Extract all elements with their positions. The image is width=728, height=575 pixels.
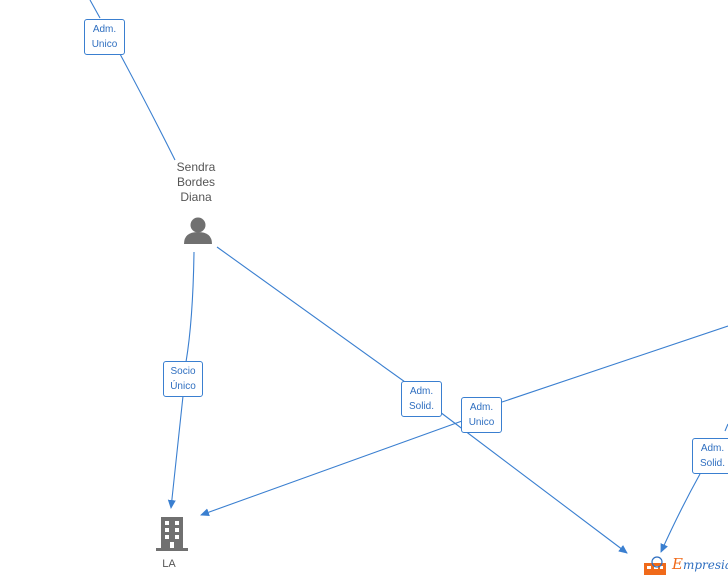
copyright-icon — [651, 556, 663, 568]
person-name[interactable]: Sendra Bordes Diana — [176, 160, 216, 204]
edge-right-to-la — [201, 325, 728, 515]
edge-label-adm-unico-center[interactable]: Adm. Unico — [461, 397, 502, 433]
company-name-la[interactable]: LA — [162, 558, 176, 570]
edge-label-adm-solid-right[interactable]: Adm. Solid. — [692, 438, 728, 474]
edge-label-adm-unico-top[interactable]: Adm. Unico — [84, 19, 125, 55]
edge-person-to-la — [171, 251, 195, 508]
building-icon[interactable] — [156, 517, 188, 551]
edge-person-to-right-company — [216, 246, 627, 553]
person-icon[interactable] — [184, 217, 212, 245]
brand-watermark: Empresia — [642, 553, 728, 575]
edge-top-to-person — [89, 0, 176, 161]
brand-name: Empresia — [672, 555, 728, 573]
edge-label-socio-unico[interactable]: Socio Único — [163, 361, 203, 397]
building-icon — [644, 556, 666, 575]
edge-label-adm-solid-center[interactable]: Adm. Solid. — [401, 381, 442, 417]
